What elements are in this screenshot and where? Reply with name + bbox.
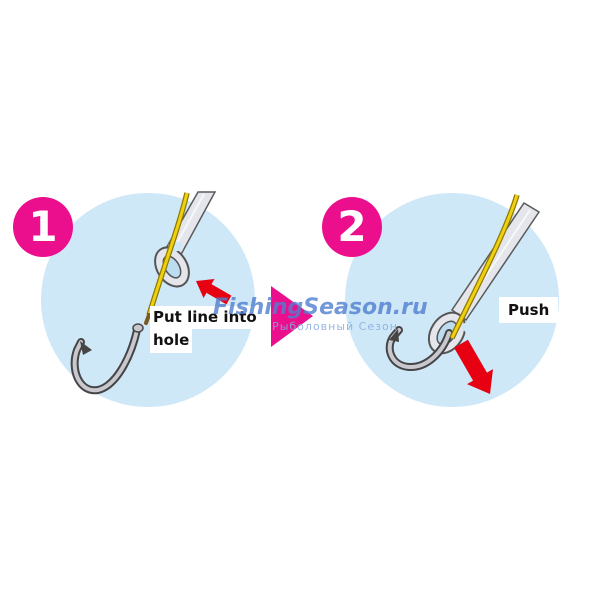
step2-illustration: [385, 194, 541, 394]
step1-illustration: [70, 191, 232, 395]
step2-number: 2: [337, 202, 367, 251]
step1-caption-line1: Put line into: [150, 306, 260, 330]
fishing-hook-2-icon: [385, 326, 453, 371]
fishing-hook-icon: [70, 323, 144, 395]
step1-number: 1: [28, 202, 58, 251]
step1-circle: [41, 193, 255, 407]
next-step-arrow-icon: [271, 286, 313, 347]
fishing-line-step2-icon: [449, 194, 520, 340]
step1-caption-line2: hole: [150, 329, 193, 353]
insert-arrow-icon: [196, 278, 232, 305]
step2-push-label: Push: [499, 297, 559, 323]
step1-caption: Put line into hole: [150, 306, 260, 353]
step1-number-badge: 1: [13, 197, 73, 257]
push-arrow-icon: [454, 339, 493, 394]
step2-number-badge: 2: [322, 197, 382, 257]
fishing-line-step1-icon: [144, 192, 190, 325]
